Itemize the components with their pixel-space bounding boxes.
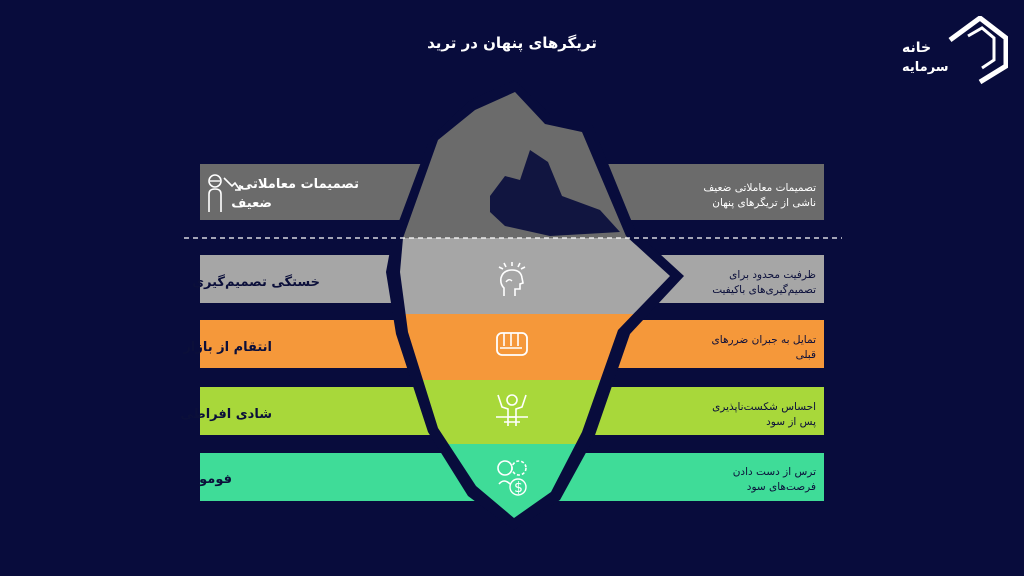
band-1-title-line2: ضعیف bbox=[231, 196, 272, 211]
stressed-head-icon bbox=[496, 262, 528, 302]
page-title: تریگرهای پنهان در ترید bbox=[427, 34, 597, 52]
person-down-arrow-icon bbox=[204, 172, 244, 218]
brand-logo: خانه سرمایه bbox=[898, 14, 1009, 86]
band-1-title-line1: تصمیمات معاملاتی bbox=[239, 177, 359, 192]
band-5-desc-line1: ترس از دست دادن bbox=[732, 466, 816, 478]
band-2-desc-line1: ظرفیت محدود برای bbox=[729, 269, 816, 281]
celebrating-person-icon bbox=[494, 393, 530, 433]
band-2-title: خستگی تصمیم‌گیری bbox=[192, 275, 320, 290]
logo-text-line1: خانه bbox=[902, 40, 932, 56]
band-1-desc-line1: تصمیمات معاملاتی ضعیف bbox=[703, 182, 816, 194]
band-3-desc-line2: قبلی bbox=[795, 349, 816, 361]
band-5-title: فومو bbox=[199, 472, 232, 487]
band-4-title: شادی افراطی bbox=[180, 407, 272, 422]
band-3-title: انتقام از بازار bbox=[183, 340, 272, 355]
band-4-desc-line1: احساس شکست‌ناپذیری bbox=[712, 401, 816, 413]
logo-text-line2: سرمایه bbox=[902, 60, 949, 75]
band-1-desc-line2: ناشی از تریگرهای پنهان bbox=[712, 197, 816, 209]
fist-icon bbox=[494, 330, 530, 364]
fear-money-icon: $ bbox=[494, 458, 530, 500]
band-3-desc-line1: تمایل به جبران ضررهای bbox=[711, 334, 816, 346]
band-4-desc-line2: پس از سود bbox=[766, 416, 816, 428]
band-2-desc-line2: تصمیم‌گیری‌های باکیفیت bbox=[712, 284, 816, 296]
house-logo-icon bbox=[948, 14, 1009, 85]
svg-text:$: $ bbox=[514, 480, 523, 496]
band-5-desc-line2: فرصت‌های سود bbox=[746, 481, 816, 493]
